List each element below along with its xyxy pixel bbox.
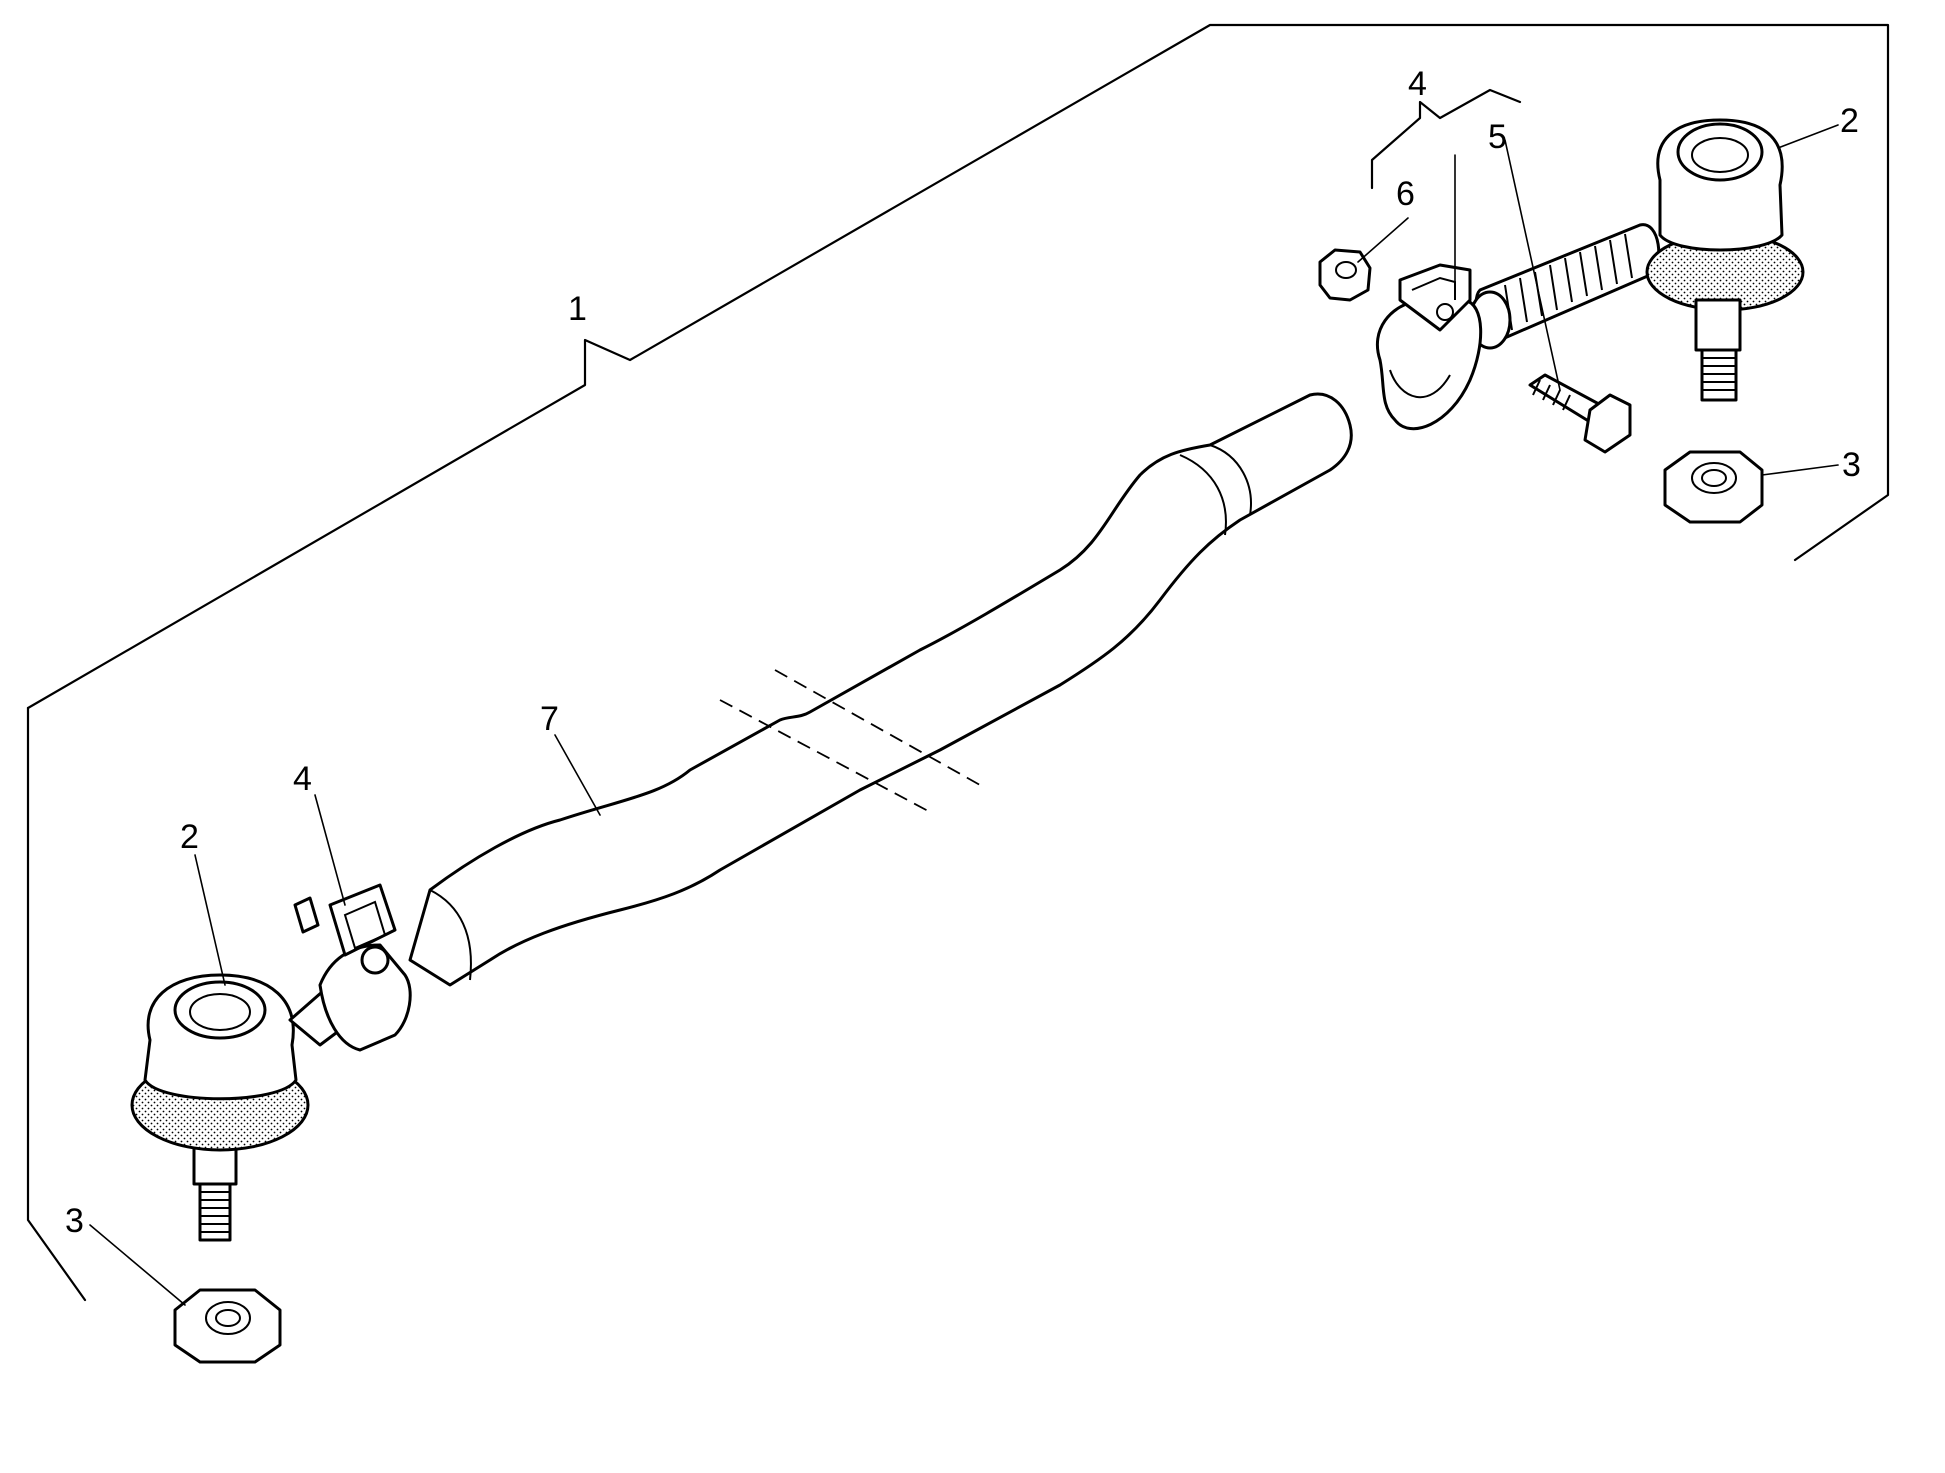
clamp-right — [1375, 263, 1483, 431]
tie-rod-tube — [408, 392, 1353, 987]
leader-lines — [89, 124, 1839, 1306]
clamp-left — [293, 883, 412, 1052]
callout-tube: 7 — [540, 700, 559, 738]
ball-joint-right — [1468, 118, 1805, 402]
callout-nut-left: 3 — [65, 1202, 84, 1240]
ball-joint-left — [130, 973, 362, 1242]
callout-ball-joint-right: 2 — [1840, 102, 1859, 140]
callout-bolt: 5 — [1488, 118, 1507, 156]
callouts: 1 7 4 2 3 4 5 6 2 3 — [65, 65, 1861, 1240]
tube-break-marks — [719, 669, 981, 813]
nut-right — [1663, 450, 1764, 524]
callout-lock-nut: 6 — [1396, 175, 1415, 213]
callout-ball-joint-left: 2 — [180, 818, 199, 856]
callout-clamp-right: 4 — [1408, 65, 1427, 103]
bolt — [1528, 373, 1632, 454]
callout-clamp-left: 4 — [293, 760, 312, 798]
assembly-bracket — [26, 23, 1890, 1302]
callout-assembly: 1 — [568, 290, 587, 328]
nut-left — [173, 1288, 282, 1364]
callout-nut-right: 3 — [1842, 446, 1861, 484]
clamp-set-bracket — [1370, 88, 1522, 190]
